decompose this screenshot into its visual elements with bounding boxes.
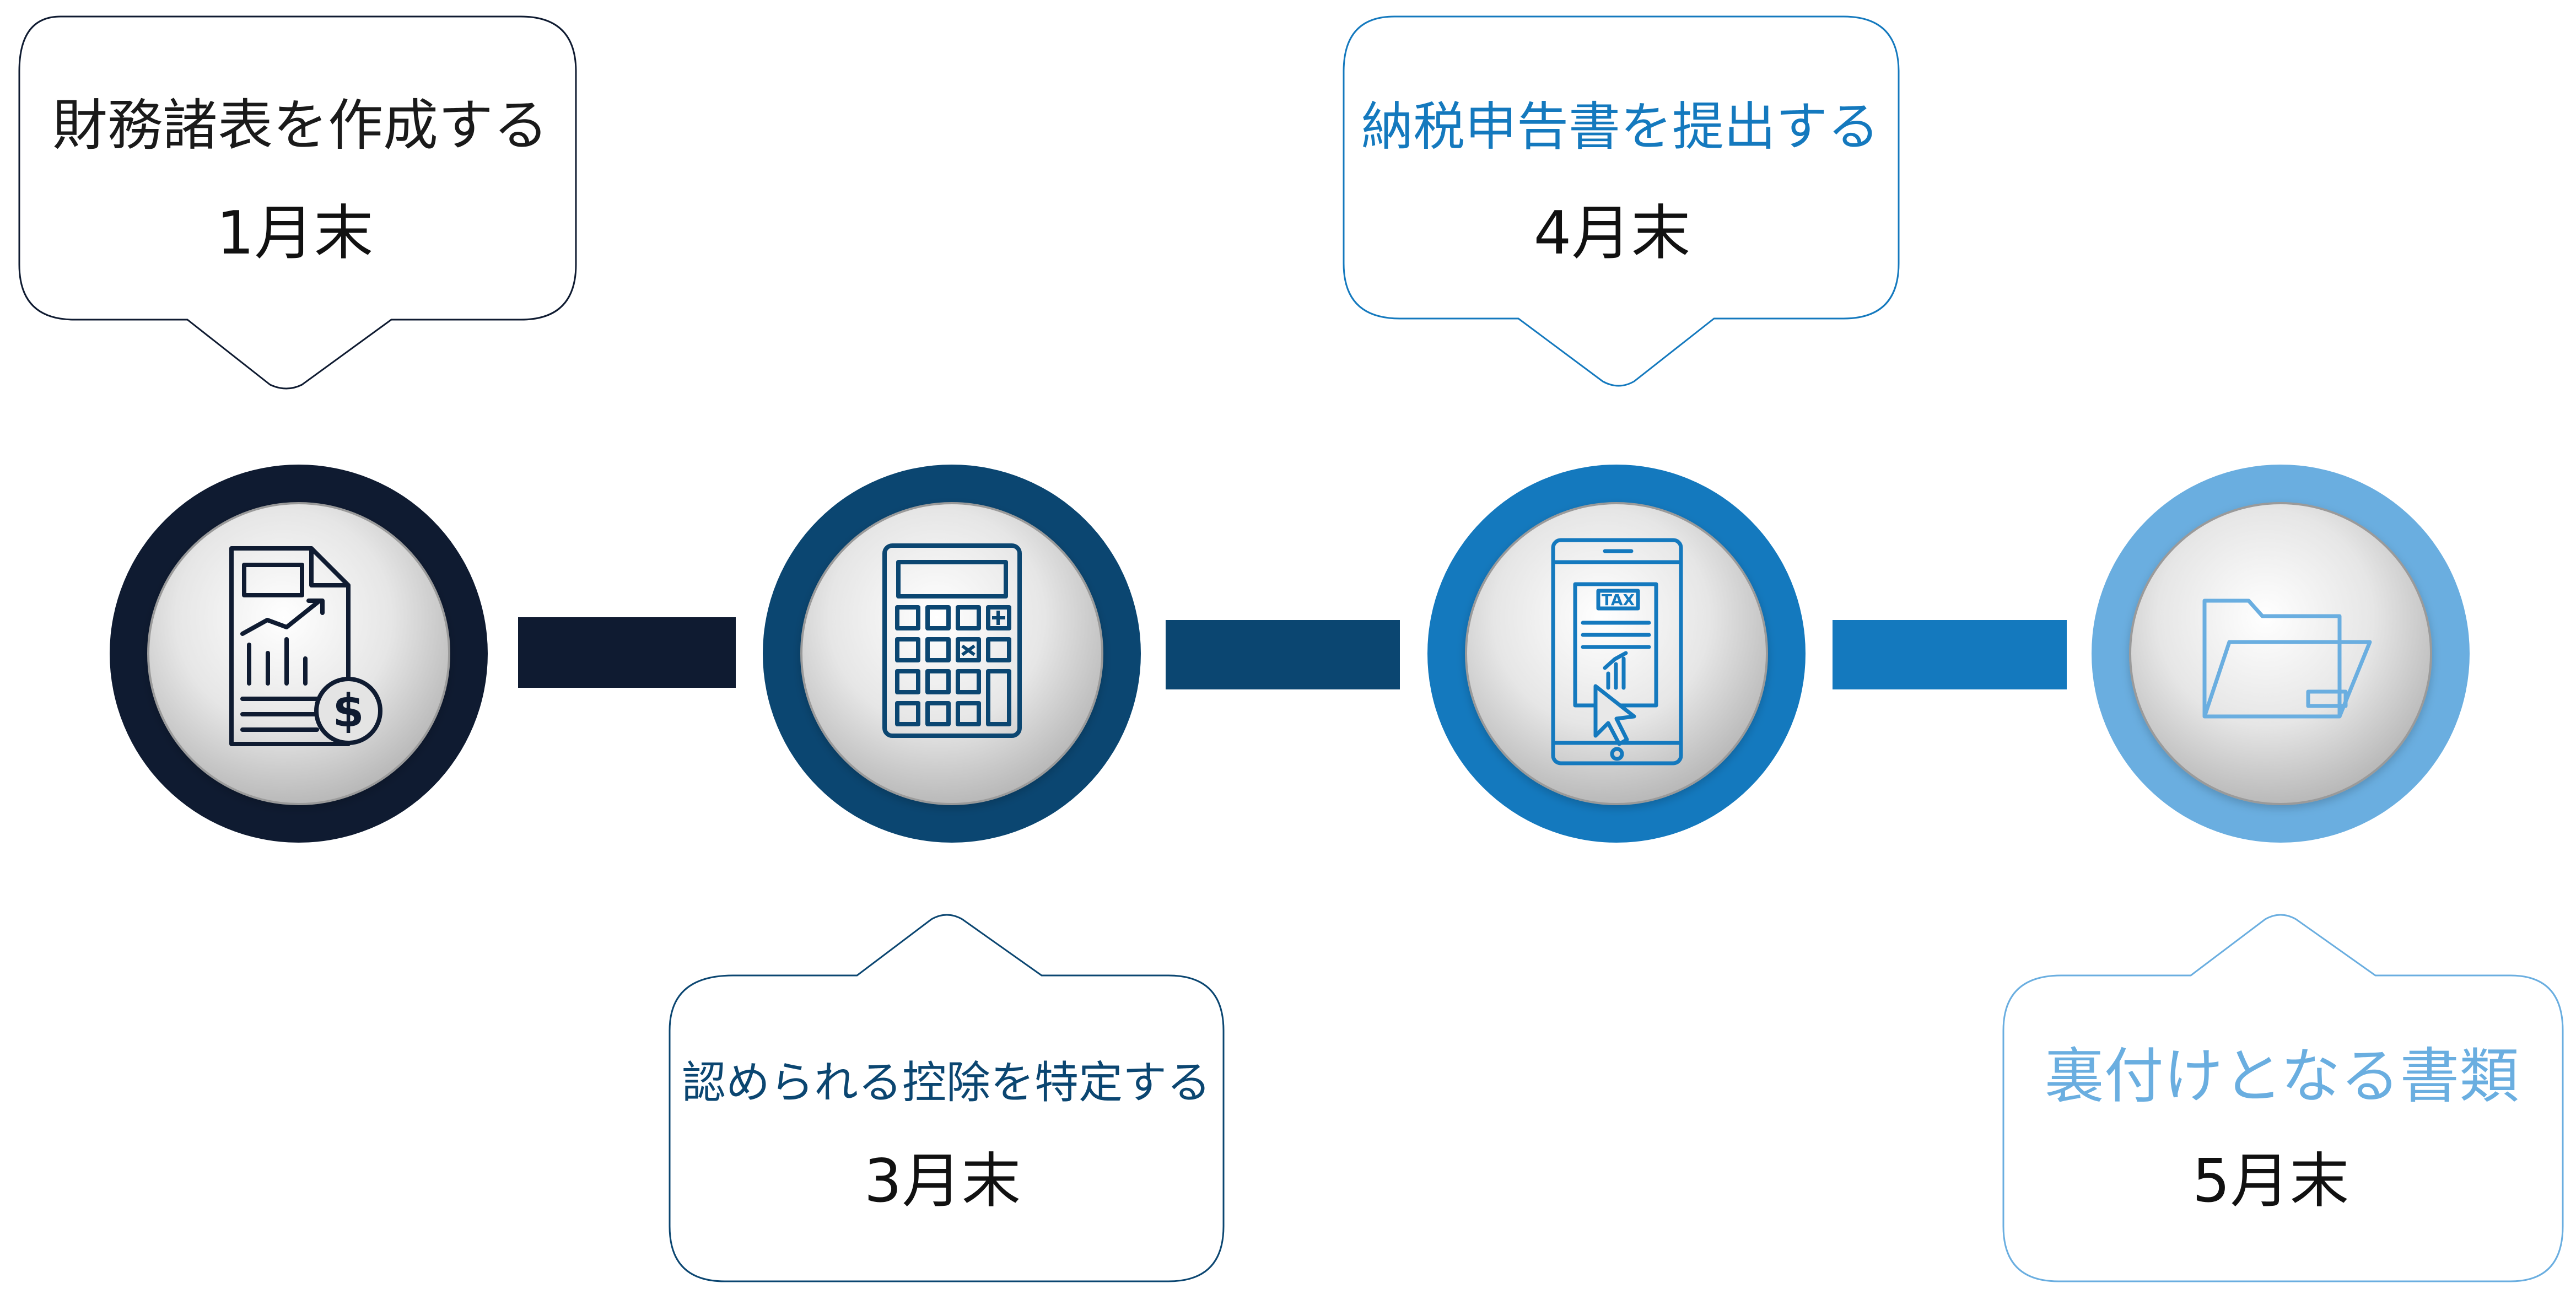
folder-icon [2202,599,2372,719]
step-4-task: 裏付けとなる書類 [2045,1042,2519,1111]
step-2-deadline: 3月末 [864,1147,1021,1216]
step-1-task: 財務諸表を作成する [52,93,548,158]
financial-report-icon [229,546,382,746]
calculator-icon [882,543,1022,738]
connector-2-3 [1166,620,1400,689]
tax-label: TAX [1602,591,1635,609]
step-2 [763,465,1141,843]
step-3-deadline: 4月末 [1534,199,1691,268]
step-2-disc [800,502,1103,805]
callout-bubble-4 [2002,914,2564,1282]
step-3-task: 納税申告書を提出する [1361,97,1879,157]
callout-bubble-2 [669,914,1225,1282]
callout-bubble-1 [18,15,577,390]
step-2-task: 認められる控除を特定する [682,1057,1211,1108]
currency-symbol: $ [332,685,364,737]
step-4 [2092,465,2470,843]
step-3: TAX [1427,465,1806,843]
step-1: $ [110,465,488,843]
step-3-disc [1465,502,1768,805]
step-4-deadline: 5月末 [2192,1147,2349,1216]
tax-tablet-icon [1551,538,1683,765]
connector-3-4 [1833,620,2067,689]
step-4-disc [2129,502,2432,805]
connector-1-2 [518,617,736,688]
callout-bubble-3 [1343,15,1900,387]
step-1-deadline: 1月末 [217,199,374,268]
